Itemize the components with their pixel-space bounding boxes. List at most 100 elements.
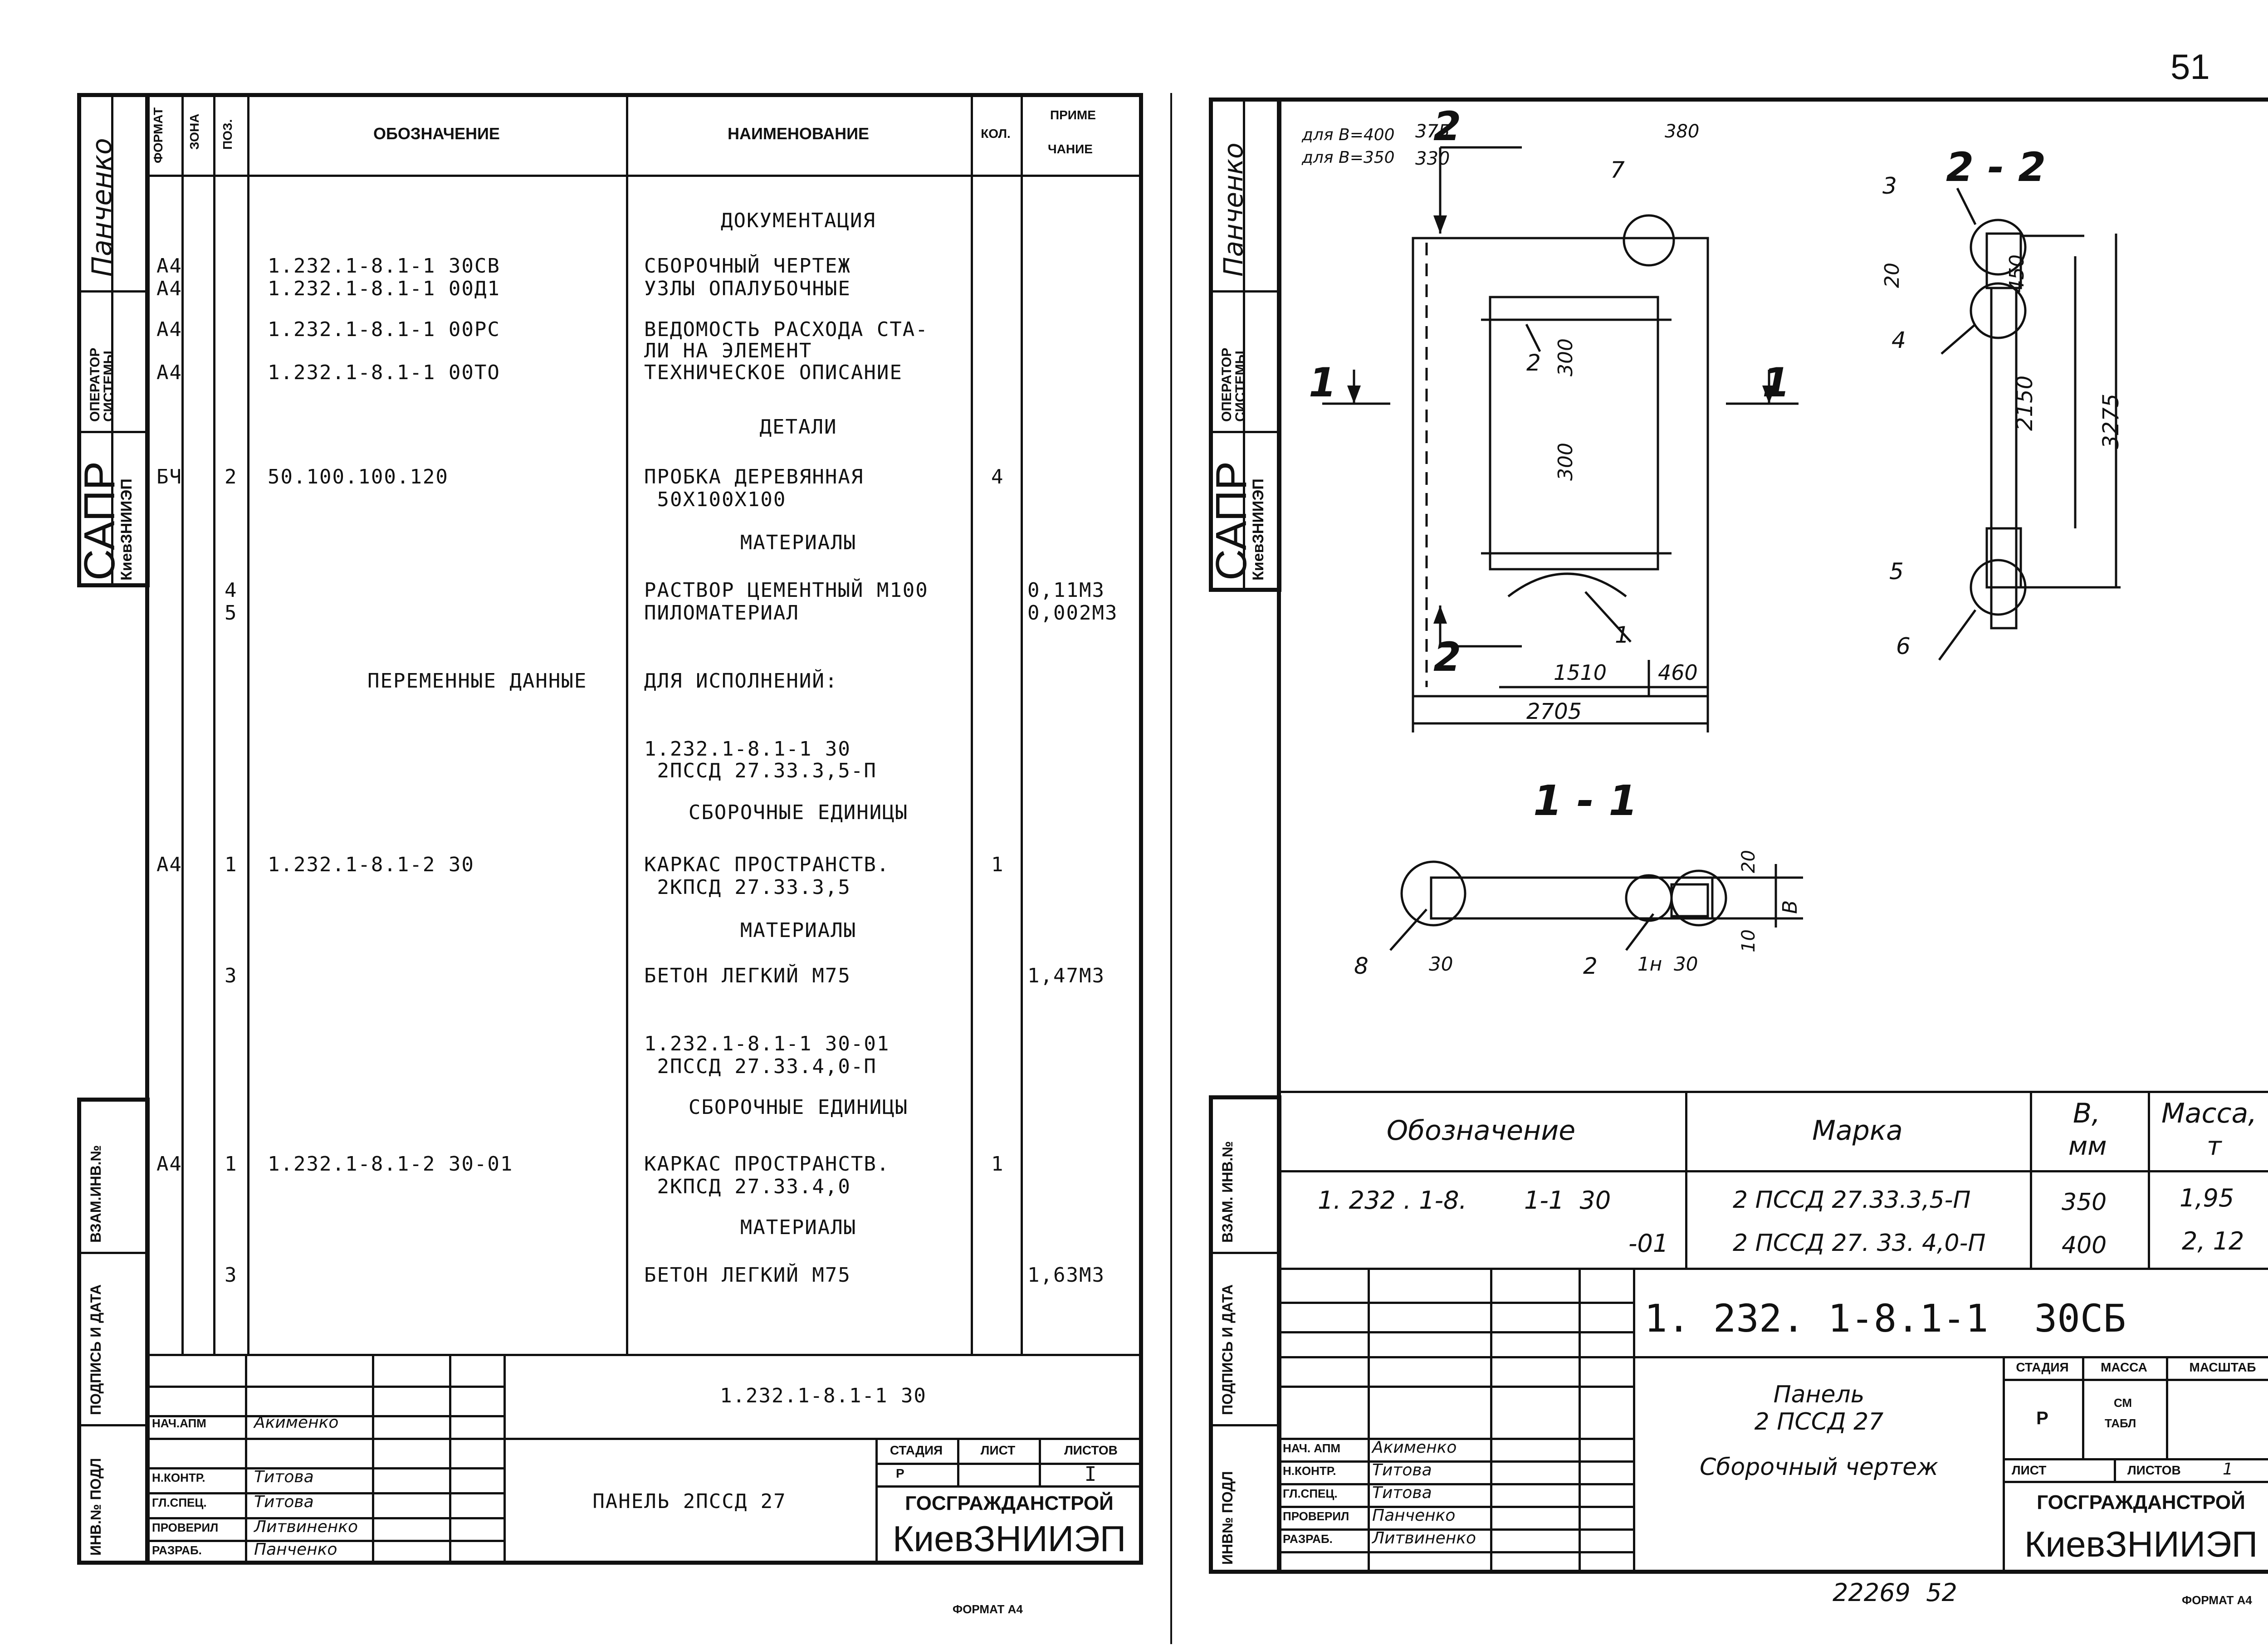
table-h-massa: Масса,: [2161, 1098, 2257, 1129]
title-role-label: ГЛ.СПЕЦ.: [152, 1496, 207, 1509]
table-h-b-unit: мм: [2068, 1132, 2107, 1161]
right-tb-massa: МАССА: [2101, 1360, 2147, 1374]
spec-naimenovanie: БЕТОН ЛЕГКИЙ М75: [644, 964, 851, 987]
right-tb-massa-val-2: ТАБЛ: [2105, 1416, 2136, 1430]
table-h-b: В,: [2073, 1098, 2101, 1129]
table-r1-oboz-a: 1. 232 . 1-8.: [1318, 1186, 1467, 1215]
dim-30-right: 30: [1674, 953, 1698, 975]
section-2-2-bottom: [1985, 527, 2022, 589]
spec-naimenovanie: УЗЛЫ ОПАЛУБОЧНЫЕ: [644, 277, 851, 300]
title-role-name: Титова: [254, 1493, 314, 1511]
table-r1-m: 1,95: [2180, 1184, 2234, 1212]
spec-section-heading: ДОКУМЕНТАЦИЯ: [721, 209, 876, 232]
dim-b: В: [1779, 900, 1802, 914]
right-tb-list: ЛИСТ: [2012, 1463, 2047, 1477]
spec-naimenovanie: БЕТОН ЛЕГКИЙ М75: [644, 1264, 851, 1287]
spec-kol: 4: [991, 465, 1004, 488]
spec-section-heading: МАТЕРИАЛЫ: [740, 1216, 857, 1239]
header-oboznachenie: ОБОЗНАЧЕНИЕ: [373, 124, 500, 143]
dim-10: 10: [1738, 929, 1759, 952]
section-mark-1-left: 1: [1309, 359, 1337, 406]
spec-naimenovanie: ЛИ НА ЭЛЕМЕНТ: [644, 339, 812, 362]
callout-4: 4: [1892, 327, 1906, 353]
spec-section-heading: СБОРОЧНЫЕ ЕДИНИЦЫ: [688, 1096, 909, 1119]
dim-2150: 2150: [2012, 375, 2038, 431]
spec-format: А4: [156, 361, 182, 384]
right-title-code: 1. 232. 1-8.1-1 30СБ: [1644, 1296, 2126, 1341]
spec-format: А4: [156, 254, 182, 278]
title-role-label: НАЧ.АПМ: [152, 1416, 206, 1430]
left-tb-listov-val: I: [1084, 1462, 1098, 1486]
section-2-2-title: 2 - 2: [1946, 144, 2046, 190]
section-1-1-title: 1 - 1: [1533, 776, 1638, 825]
title-role-label: ПРОВЕРИЛ: [1283, 1509, 1349, 1523]
spec-naimenovanie: 2ПССД 27.33.4,0-П: [644, 1055, 877, 1078]
right-title-name-1: Панель: [1773, 1381, 1865, 1408]
title-role-name: Панченко: [254, 1540, 337, 1559]
table-h-oboznachenie: Обозначение: [1386, 1114, 1576, 1147]
title-role-label: НАЧ. АПМ: [1283, 1441, 1341, 1455]
right-stamp-sapr: САПР: [1207, 461, 1256, 581]
spec-naimenovanie: ПРОБКА ДЕРЕВЯННАЯ: [644, 465, 864, 488]
left-tb-listov: ЛИСТОВ: [1064, 1443, 1118, 1457]
dim-300-top: 300: [1554, 338, 1577, 376]
right-tb-listov-val: 1: [2223, 1460, 2233, 1479]
spec-section-heading: СБОРОЧНЫЕ ЕДИНИЦЫ: [688, 801, 909, 824]
dim-375: 375: [1415, 121, 1450, 142]
right-tb-stadiya-val: Р: [2036, 1408, 2048, 1428]
right-tb-masshtab: МАСШТАБ: [2189, 1360, 2256, 1374]
right-tb-org2: КиевЗНИИЭП: [2024, 1524, 2258, 1564]
callout-1n: 1н: [1637, 953, 1662, 975]
table-h-massa-unit: т: [2207, 1132, 2222, 1161]
title-role-name: Литвиненко: [254, 1518, 358, 1536]
right-tb-listov: ЛИСТОВ: [2127, 1463, 2181, 1477]
section-1-1-body: [1430, 876, 1714, 920]
callout-1: 1: [1615, 622, 1629, 648]
table-r2-b: 400: [2062, 1232, 2107, 1259]
dim-1510: 1510: [1554, 660, 1607, 685]
header-poz: ПОЗ.: [220, 119, 235, 150]
right-tb-stadiya: СТАДИЯ: [2016, 1360, 2069, 1374]
right-tb-org1: ГОСГРАЖДАНСТРОЙ: [2037, 1491, 2245, 1513]
spec-oboznachenie: 1.232.1-8.1-1 00РС: [268, 318, 500, 341]
spec-oboznachenie: 1.232.1-8.1-1 00Д1: [268, 277, 500, 300]
title-role-label: РАЗРАБ.: [1283, 1532, 1333, 1546]
spec-format: А4: [156, 277, 182, 300]
spec-naimenovanie: ДЛЯ ИСПОЛНЕНИЙ:: [644, 669, 838, 693]
section-2-2-mid: [1990, 287, 2018, 630]
spec-oboznachenie: 1.232.1-8.1-1 30СВ: [268, 254, 500, 278]
spec-naimenovanie: 2КПСД 27.33.4,0: [644, 1175, 851, 1198]
spec-format: А4: [156, 1152, 182, 1176]
title-role-label: Н.КОНТР.: [1283, 1464, 1336, 1478]
note-b400: для В=400: [1302, 126, 1395, 144]
header-zona: ЗОНА: [187, 113, 201, 150]
title-role-name: Литвиненко: [1372, 1529, 1476, 1547]
left-tb-org2: КиевЗНИИЭП: [892, 1518, 1126, 1559]
dim-380: 380: [1665, 121, 1700, 142]
title-role-name: Титова: [254, 1468, 314, 1486]
spec-naimenovanie: 50Х100Х100: [644, 488, 787, 511]
header-naimenovanie: НАИМЕНОВАНИЕ: [728, 124, 869, 143]
page-number: 51: [2170, 47, 2210, 87]
title-role-name: Акименко: [254, 1413, 339, 1432]
left-tb-stadiya: СТАДИЯ: [890, 1443, 943, 1457]
table-r1-oboz-b: 1-1 30: [1524, 1186, 1611, 1215]
right-title-name-2: 2 ПССД 27: [1754, 1408, 1884, 1435]
dim-20-section: 20: [1738, 850, 1759, 873]
dim-2705: 2705: [1526, 699, 1582, 724]
spec-format: БЧ: [156, 465, 182, 488]
spec-oboznachenie: 50.100.100.120: [268, 465, 449, 488]
dim-300-bottom: 300: [1554, 443, 1577, 481]
title-role-name: Титова: [1372, 1461, 1432, 1479]
callout-6: 6: [1896, 633, 1911, 659]
callout-3: 3: [1882, 173, 1897, 199]
left-tb-list: ЛИСТ: [980, 1443, 1016, 1457]
right-title-name-3: Сборочный чертеж: [1700, 1454, 1938, 1481]
spec-section-heading: ДЕТАЛИ: [759, 415, 837, 439]
left-tb-stadiya-val: Р: [896, 1466, 904, 1480]
spec-poz: 1: [225, 1152, 238, 1176]
dim-460: 460: [1658, 660, 1698, 685]
dim-20-top: 20: [1881, 263, 1904, 288]
callout-7: 7: [1610, 157, 1625, 183]
spec-oboznachenie: 1.232.1-8.1-1 00ТО: [268, 361, 500, 384]
